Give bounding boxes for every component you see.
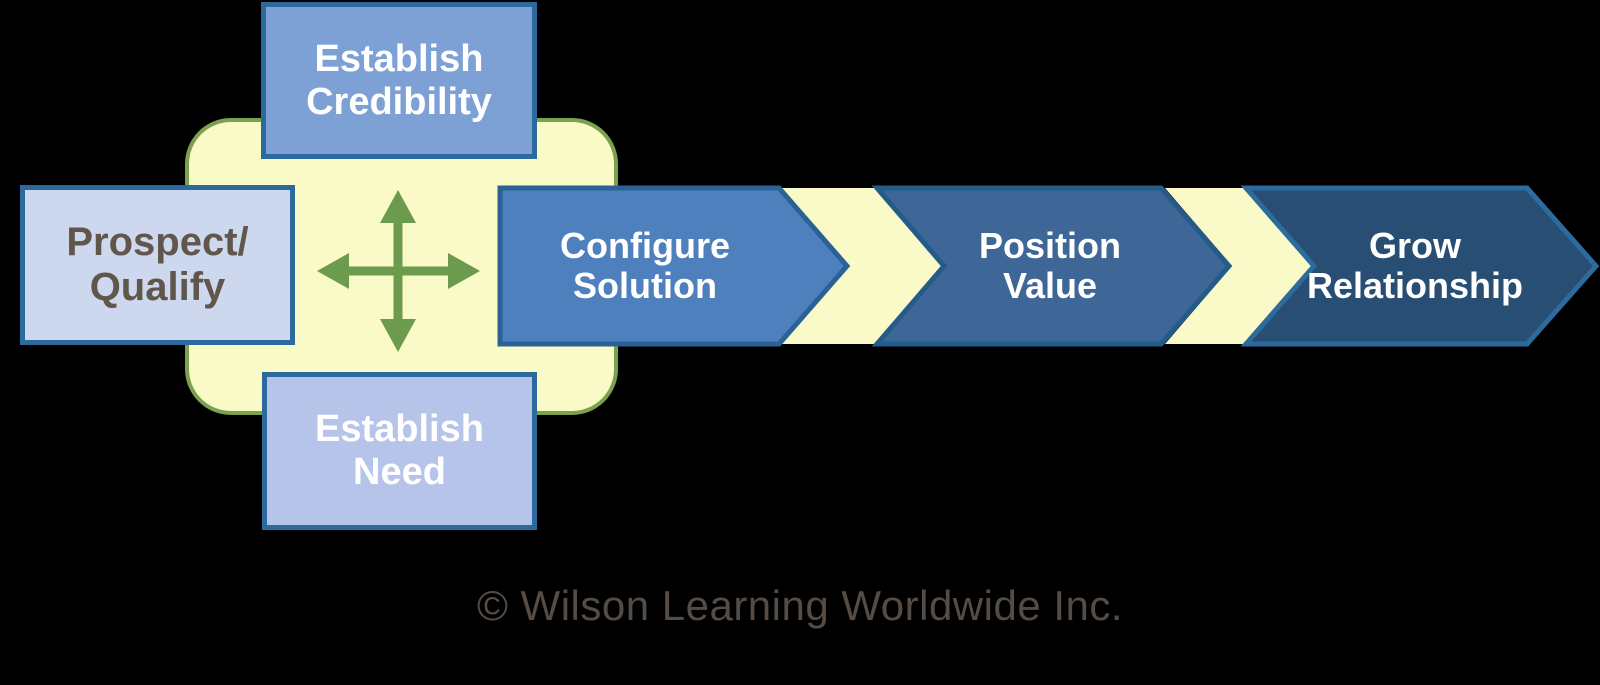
- copyright-text: © Wilson Learning Worldwide Inc.: [476, 582, 1124, 629]
- box-establish-need: Establish Need: [262, 372, 537, 530]
- step-label-grow-relationship: Grow Relationship: [1306, 225, 1524, 306]
- step-shape-configure-solution: [497, 185, 851, 347]
- step-label-position-value: Position Value: [979, 225, 1121, 306]
- step-label-configure-solution: Configure Solution: [560, 225, 730, 306]
- four-way-arrows-icon: [317, 190, 480, 352]
- step-shape-position-value: [871, 185, 1233, 347]
- box-prospect-qualify-label: Prospect/ Qualify: [66, 220, 249, 309]
- box-establish-need-label: Establish Need: [315, 408, 484, 493]
- step-shape-grow-relationship: [1240, 185, 1600, 347]
- box-establish-credibility-label: Establish Credibility: [306, 37, 492, 123]
- box-establish-credibility: Establish Credibility: [261, 2, 537, 159]
- box-prospect-qualify: Prospect/ Qualify: [20, 185, 295, 345]
